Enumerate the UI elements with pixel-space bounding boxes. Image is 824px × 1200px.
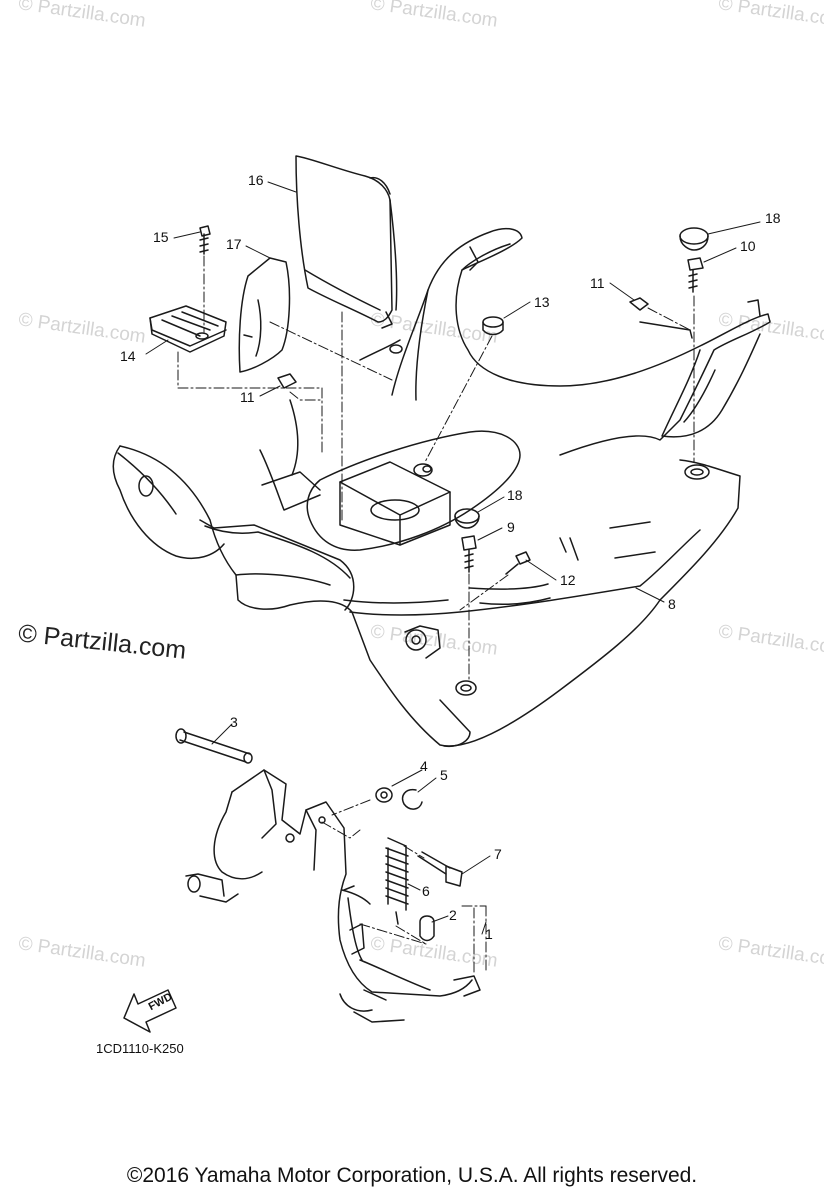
callout-2: 2 [449, 907, 457, 923]
callout-3: 3 [230, 714, 238, 730]
callout-16: 16 [248, 172, 264, 188]
leg-shield-panel [113, 229, 770, 747]
callout-1: 1 [485, 926, 493, 942]
part-14-mat [150, 306, 226, 352]
callout-5: 5 [440, 767, 448, 783]
callout-9: 9 [507, 519, 515, 535]
copyright-notice: ©2016 Yamaha Motor Corporation, U.S.A. A… [126, 1164, 698, 1187]
part-17-plate [239, 258, 289, 372]
center-stand [176, 729, 480, 1022]
diagram-code: 1CD1110-K250 [96, 1041, 184, 1056]
callout-6: 6 [422, 883, 430, 899]
callout-18: 18 [765, 210, 781, 226]
callout-8: 8 [668, 596, 676, 612]
callout-17: 17 [226, 236, 242, 252]
fwd-arrow-icon [124, 990, 176, 1032]
callout-14: 14 [120, 348, 136, 364]
callout-15: 15 [153, 229, 169, 245]
callout-13: 13 [534, 294, 550, 310]
callout-12: 12 [560, 572, 576, 588]
fasteners [200, 226, 708, 574]
leader-lines [146, 182, 760, 934]
stand-assembly-lines [322, 800, 486, 974]
callout-10: 10 [740, 238, 756, 254]
callout-4: 4 [420, 758, 428, 774]
callout-11: 11 [590, 275, 605, 291]
callout-7: 7 [494, 846, 502, 862]
part-16-cover [296, 156, 397, 328]
callout-11: 11 [240, 389, 255, 405]
assembly-lines [178, 256, 694, 680]
callout-18: 18 [507, 487, 523, 503]
